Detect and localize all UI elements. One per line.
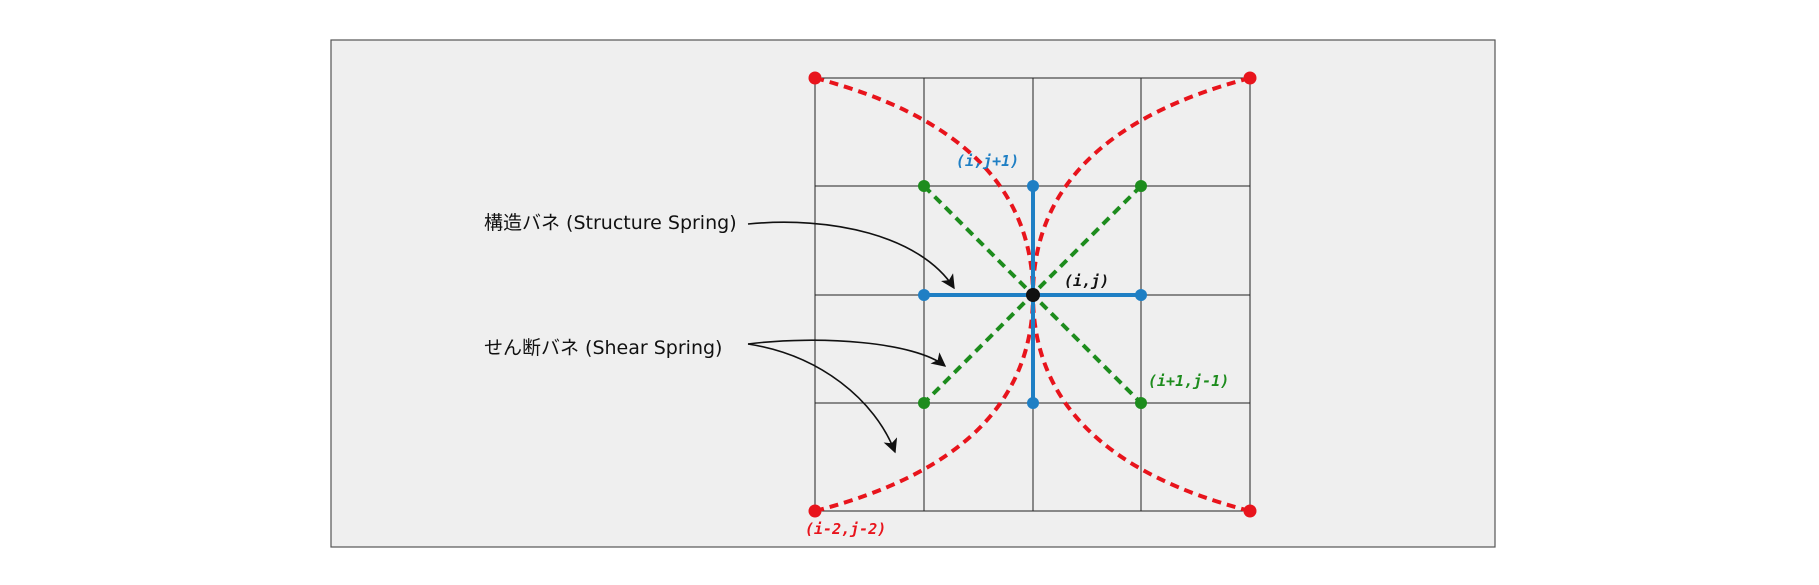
center-node: [1026, 288, 1040, 302]
structure-node: [1027, 397, 1039, 409]
bend-node: [1243, 504, 1257, 518]
structure-node: [1135, 289, 1147, 301]
center-coord-label: (i,j): [1064, 272, 1109, 290]
bend-spring-bottom-left: [814, 294, 1035, 513]
bend-node: [808, 504, 822, 518]
shear-node: [1135, 397, 1147, 409]
shear-arrow-upper: [747, 339, 947, 367]
diagram-panel: [330, 39, 1496, 548]
structure-arrow: [747, 221, 955, 290]
top-coord-label: (i,j+1): [956, 152, 1019, 170]
bend-coord-label: (i-2,j-2): [805, 520, 886, 538]
bend-springs: [814, 76, 1251, 513]
shear-coord-label: (i+1,j-1): [1148, 372, 1229, 390]
shear-node: [918, 180, 930, 192]
shear-spring-label: せん断バネ (Shear Spring): [484, 337, 722, 359]
bend-spring-bottom-right: [1031, 294, 1251, 513]
structure-spring-label: 構造バネ (Structure Spring): [484, 212, 737, 234]
nodes: [808, 71, 1257, 518]
bend-node: [1243, 71, 1257, 85]
structure-node: [1027, 180, 1039, 192]
shear-arrow-lower: [747, 343, 898, 454]
annotation-arrows: [747, 221, 955, 454]
structure-node: [918, 289, 930, 301]
shear-node: [1135, 180, 1147, 192]
bend-spring-top-right: [1031, 76, 1251, 296]
shear-node: [918, 397, 930, 409]
bend-node: [808, 71, 822, 85]
bend-spring-top-left: [814, 76, 1035, 296]
